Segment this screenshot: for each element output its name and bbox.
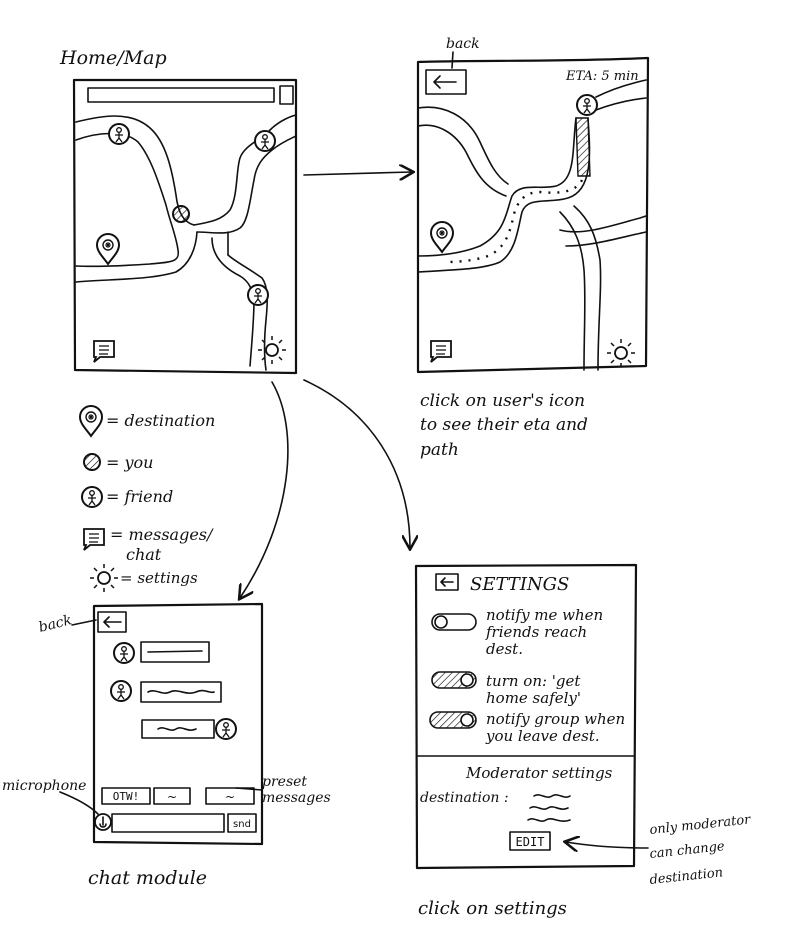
opt1-line1: notify me when bbox=[486, 606, 603, 624]
eta-map-frame bbox=[416, 56, 650, 374]
eta-caption-line1: click on user's icon bbox=[420, 391, 585, 411]
settings-icon[interactable] bbox=[606, 338, 636, 368]
toggle-knob bbox=[434, 615, 448, 629]
settings-frame bbox=[414, 563, 638, 870]
back-arrow-icon bbox=[433, 75, 457, 89]
microphone-label: microphone bbox=[2, 778, 86, 794]
pointer-line bbox=[59, 791, 99, 815]
edit-button-label: EDIT bbox=[516, 835, 545, 849]
flow-arrow bbox=[303, 379, 410, 548]
friend-icon[interactable] bbox=[254, 130, 276, 152]
chat-module-title: chat module bbox=[88, 867, 207, 889]
preset-3-label: ~ bbox=[225, 790, 235, 804]
friend-icon[interactable] bbox=[576, 94, 598, 116]
send-button[interactable] bbox=[227, 813, 257, 833]
settings-icon[interactable] bbox=[257, 335, 287, 365]
destination-pin-icon bbox=[79, 405, 103, 437]
note-line2: can change bbox=[649, 839, 726, 862]
pointer-line bbox=[235, 787, 263, 791]
friend-icon bbox=[81, 486, 103, 508]
preset-message-button[interactable] bbox=[205, 787, 255, 805]
back-button[interactable] bbox=[425, 69, 467, 95]
opt3-line2: you leave dest. bbox=[485, 727, 600, 745]
legend-friend: = friend bbox=[106, 487, 173, 506]
legend-messages-line1: = messages/ bbox=[110, 525, 214, 544]
back-arrow-icon bbox=[440, 577, 454, 587]
eta-label: ETA: 5 min bbox=[565, 69, 639, 84]
back-label: back bbox=[446, 36, 480, 52]
notify-arrival-toggle[interactable] bbox=[431, 613, 477, 631]
friend-icon[interactable] bbox=[108, 123, 130, 145]
destination-value bbox=[527, 794, 571, 822]
settings-title: SETTINGS bbox=[470, 574, 569, 595]
settings-back-button[interactable] bbox=[435, 573, 459, 591]
moderator-title: Moderator settings bbox=[465, 764, 613, 782]
preset-message-button[interactable] bbox=[153, 787, 191, 805]
opt3-line1: notify group when bbox=[486, 710, 625, 728]
opt1-line2: friends reach bbox=[485, 623, 587, 641]
chat-panel: back OTW! ~ ~ snd microphone preset mess… bbox=[2, 602, 331, 846]
highlighted-path bbox=[575, 117, 591, 177]
back-arrow-icon bbox=[103, 616, 122, 628]
note-arrow bbox=[566, 842, 649, 848]
message-input[interactable] bbox=[111, 813, 225, 833]
note-line3: destination bbox=[649, 865, 724, 888]
message-bubble bbox=[141, 719, 215, 739]
note-line1: only moderator bbox=[649, 812, 752, 838]
chat-icon bbox=[83, 528, 105, 551]
preset-message-button[interactable] bbox=[101, 787, 151, 805]
pointer-line bbox=[71, 619, 97, 626]
friend-icon bbox=[110, 680, 132, 702]
preset-label-line2: messages bbox=[262, 790, 331, 806]
search-button[interactable] bbox=[279, 85, 294, 105]
eta-map-roads bbox=[417, 79, 647, 371]
microphone-glyph bbox=[99, 816, 107, 828]
preset-2-label: ~ bbox=[167, 790, 177, 804]
path-dots bbox=[443, 179, 584, 264]
settings-panel: SETTINGS notify me when friends reach de… bbox=[414, 563, 638, 870]
legend-you: = you bbox=[106, 453, 153, 472]
toggle-knob bbox=[460, 673, 474, 687]
chat-back-label: back bbox=[37, 612, 74, 636]
flow-arrow bbox=[303, 172, 412, 175]
edit-button[interactable] bbox=[509, 831, 551, 851]
eta-panel: back ETA: 5 min bbox=[416, 36, 650, 374]
chat-frame bbox=[92, 602, 264, 846]
message-bubble bbox=[140, 681, 222, 703]
friend-icon bbox=[113, 642, 135, 664]
friend-icon bbox=[215, 718, 237, 740]
opt2-line1: turn on: 'get bbox=[486, 672, 581, 690]
friend-icon[interactable] bbox=[247, 284, 269, 306]
eta-caption-line3: path bbox=[420, 440, 459, 460]
preset-otw-label: OTW! bbox=[113, 790, 140, 803]
send-label: snd bbox=[233, 819, 251, 830]
you-icon[interactable] bbox=[172, 205, 190, 223]
preset-label-line1: preset bbox=[262, 774, 307, 790]
toggle-knob bbox=[460, 713, 474, 727]
settings-icon bbox=[89, 563, 119, 593]
eta-caption-line2: to see their eta and bbox=[420, 415, 588, 435]
opt1-line3: dest. bbox=[486, 640, 523, 658]
chat-back-button[interactable] bbox=[97, 611, 127, 633]
home-map-frame bbox=[72, 78, 298, 375]
search-bar[interactable] bbox=[87, 87, 275, 103]
pointer-line bbox=[451, 51, 454, 69]
chat-icon[interactable] bbox=[93, 340, 115, 363]
flow-arrow bbox=[240, 381, 289, 598]
destination-pin-icon[interactable] bbox=[96, 233, 120, 265]
message-bubble bbox=[140, 641, 210, 663]
opt2-line2: home safely' bbox=[486, 689, 581, 707]
destination-label: destination : bbox=[420, 790, 509, 806]
legend-messages-line2: chat bbox=[126, 545, 162, 564]
you-icon bbox=[83, 453, 101, 471]
legend: = destination = you = friend = messages/… bbox=[79, 405, 215, 593]
legend-settings: = settings bbox=[120, 569, 198, 587]
destination-pin-icon[interactable] bbox=[430, 221, 454, 253]
chat-icon[interactable] bbox=[430, 340, 452, 363]
home-map-panel bbox=[72, 78, 298, 375]
home-map-title: Home/Map bbox=[59, 47, 167, 69]
legend-destination: = destination bbox=[106, 411, 215, 430]
click-on-settings-title: click on settings bbox=[418, 898, 567, 919]
